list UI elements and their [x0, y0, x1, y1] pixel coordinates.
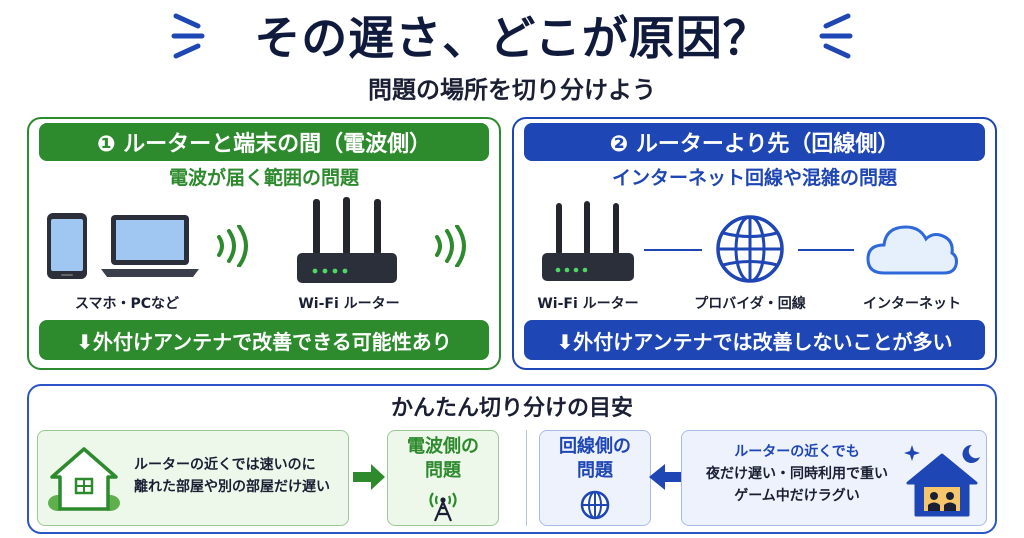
- guide-divider: [526, 430, 527, 526]
- emphasis-lines-left-icon: [171, 13, 205, 59]
- line-side-footer: ⬇外付けアンテナでは改善しないことが多い: [524, 320, 985, 360]
- emphasis-lines-right-icon: [819, 13, 853, 59]
- radio-result-line1: 電波側の: [407, 436, 479, 457]
- smartphone-icon: [47, 213, 87, 279]
- radio-side-panel: ❶ ルーターと端末の間（電波側） 電波が届く範囲の問題 スマホ・PCなど Wi-…: [27, 117, 501, 370]
- radio-case-line2: 離れた部屋や別の部屋だけ遅い: [134, 479, 330, 495]
- guide-title: かんたん切り分けの目安: [390, 396, 633, 421]
- laptop-icon: [101, 215, 199, 277]
- router-label: Wi-Fi ルーター: [298, 296, 400, 312]
- page-title: その遅さ、どこが原因？: [254, 11, 770, 65]
- radio-result-line2: 問題: [425, 460, 461, 481]
- line-side-header: ❷ ルーターより先（回線側）: [524, 123, 985, 161]
- wifi-wave-icon: [435, 225, 466, 267]
- arrow-left-icon: [649, 464, 683, 490]
- diagnosis-guide: かんたん切り分けの目安 ルーターの近くでは速いのに 離れた部屋や別の部屋だけ遅い…: [27, 384, 997, 534]
- connector-line: [644, 249, 702, 251]
- radio-side-header: ❶ ルーターと端末の間（電波側）: [39, 123, 489, 161]
- line-case-line3: ゲーム中だけラグい: [734, 488, 860, 504]
- router-label: Wi-Fi ルーター: [537, 296, 639, 312]
- antenna-icon: [429, 492, 457, 522]
- line-result-card: 回線側の 問題: [539, 430, 651, 526]
- radio-case-card: ルーターの近くでは速いのに 離れた部屋や別の部屋だけ遅い: [37, 430, 349, 526]
- night-house-icon: [904, 444, 980, 517]
- title-row: その遅さ、どこが原因？: [0, 2, 1024, 68]
- internet-label: インターネット: [863, 296, 961, 312]
- line-result-line2: 問題: [577, 460, 613, 481]
- connector-line: [798, 249, 854, 251]
- house-icon: [48, 447, 120, 511]
- line-case-line2: 夜だけ遅い・同時利用で重い: [706, 466, 888, 482]
- line-case-card: ルーターの近くでも 夜だけ遅い・同時利用で重い ゲーム中だけラグい: [681, 430, 987, 526]
- page-subtitle: 問題の場所を切り分けよう: [368, 76, 656, 104]
- line-result-line1: 回線側の: [559, 436, 631, 457]
- cloud-icon: [866, 225, 958, 275]
- radio-result-card: 電波側の 問題: [387, 430, 499, 526]
- device-label: スマホ・PCなど: [74, 296, 180, 312]
- globe-icon: [716, 215, 784, 283]
- radio-case-line1: ルーターの近くでは速いのに: [134, 457, 316, 473]
- wifi-wave-icon: [217, 225, 248, 267]
- line-case-line1: ルーターの近くでも: [734, 444, 860, 460]
- provider-label: プロバイダ・回線: [694, 296, 806, 312]
- radio-side-subheading: 電波が届く範囲の問題: [168, 167, 359, 189]
- line-side-panel: ❷ ルーターより先（回線側） インターネット回線や混雑の問題 Wi-Fi ルータ…: [512, 117, 997, 370]
- router-icon: [542, 201, 634, 281]
- globe-icon: [580, 490, 610, 520]
- router-icon: [297, 197, 397, 283]
- arrow-right-icon: [353, 464, 385, 490]
- line-side-subheading: インターネット回線や混雑の問題: [611, 167, 897, 189]
- radio-side-footer: ⬇外付けアンテナで改善できる可能性あり: [39, 320, 489, 360]
